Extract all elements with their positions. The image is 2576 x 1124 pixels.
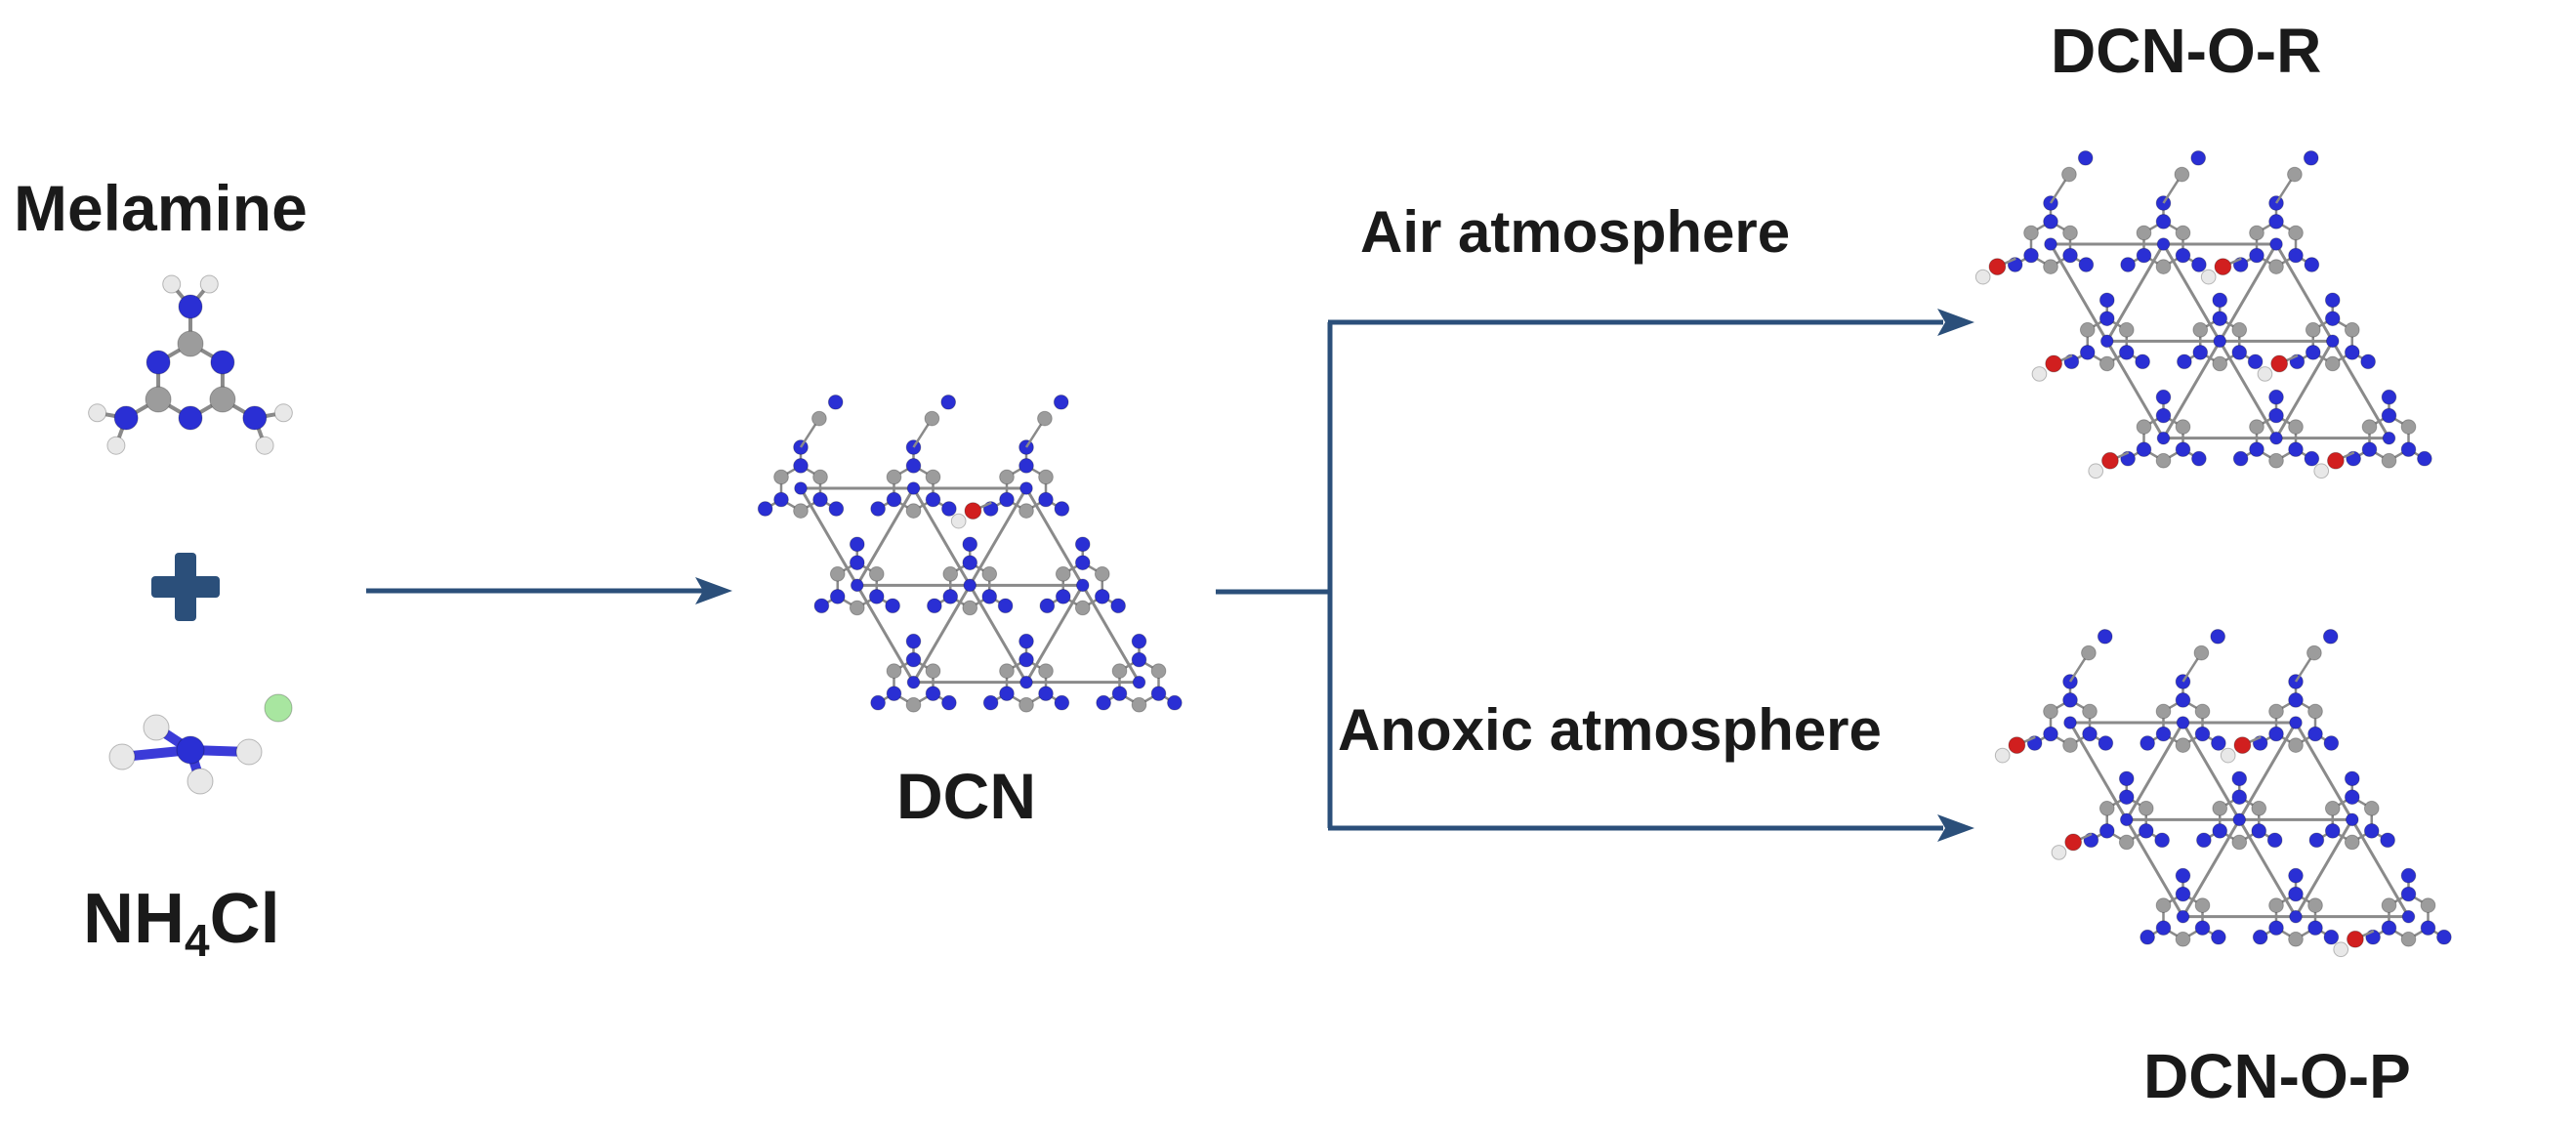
reaction-arrow bbox=[366, 577, 732, 604]
dcn-label: DCN bbox=[896, 760, 1036, 832]
melamine-molecule bbox=[88, 274, 293, 455]
dcn-o-r-structure bbox=[1974, 149, 2432, 479]
arrow-head-bottom bbox=[1937, 814, 1974, 842]
nh4cl-tail: Cl bbox=[209, 880, 280, 958]
dcn-o-p-label: DCN-O-P bbox=[2143, 1041, 2411, 1111]
dcn-o-r-label: DCN-O-R bbox=[2051, 16, 2322, 86]
plus-sign bbox=[151, 553, 220, 621]
arrow-head-top bbox=[1937, 309, 1974, 336]
dcn-structure bbox=[757, 394, 1183, 713]
dcn-o-p-structure bbox=[1994, 628, 2452, 958]
air-atmosphere-label: Air atmosphere bbox=[1360, 199, 1791, 265]
branch-arrows bbox=[1216, 309, 1974, 842]
nh4cl-molecule bbox=[108, 693, 293, 795]
nh4cl-subscript: 4 bbox=[185, 915, 210, 966]
nh4cl-main: NH bbox=[83, 880, 185, 958]
nh4cl-label: NH4Cl bbox=[83, 884, 280, 963]
melamine-label: Melamine bbox=[14, 172, 308, 244]
anoxic-atmosphere-label: Anoxic atmosphere bbox=[1338, 697, 1882, 763]
